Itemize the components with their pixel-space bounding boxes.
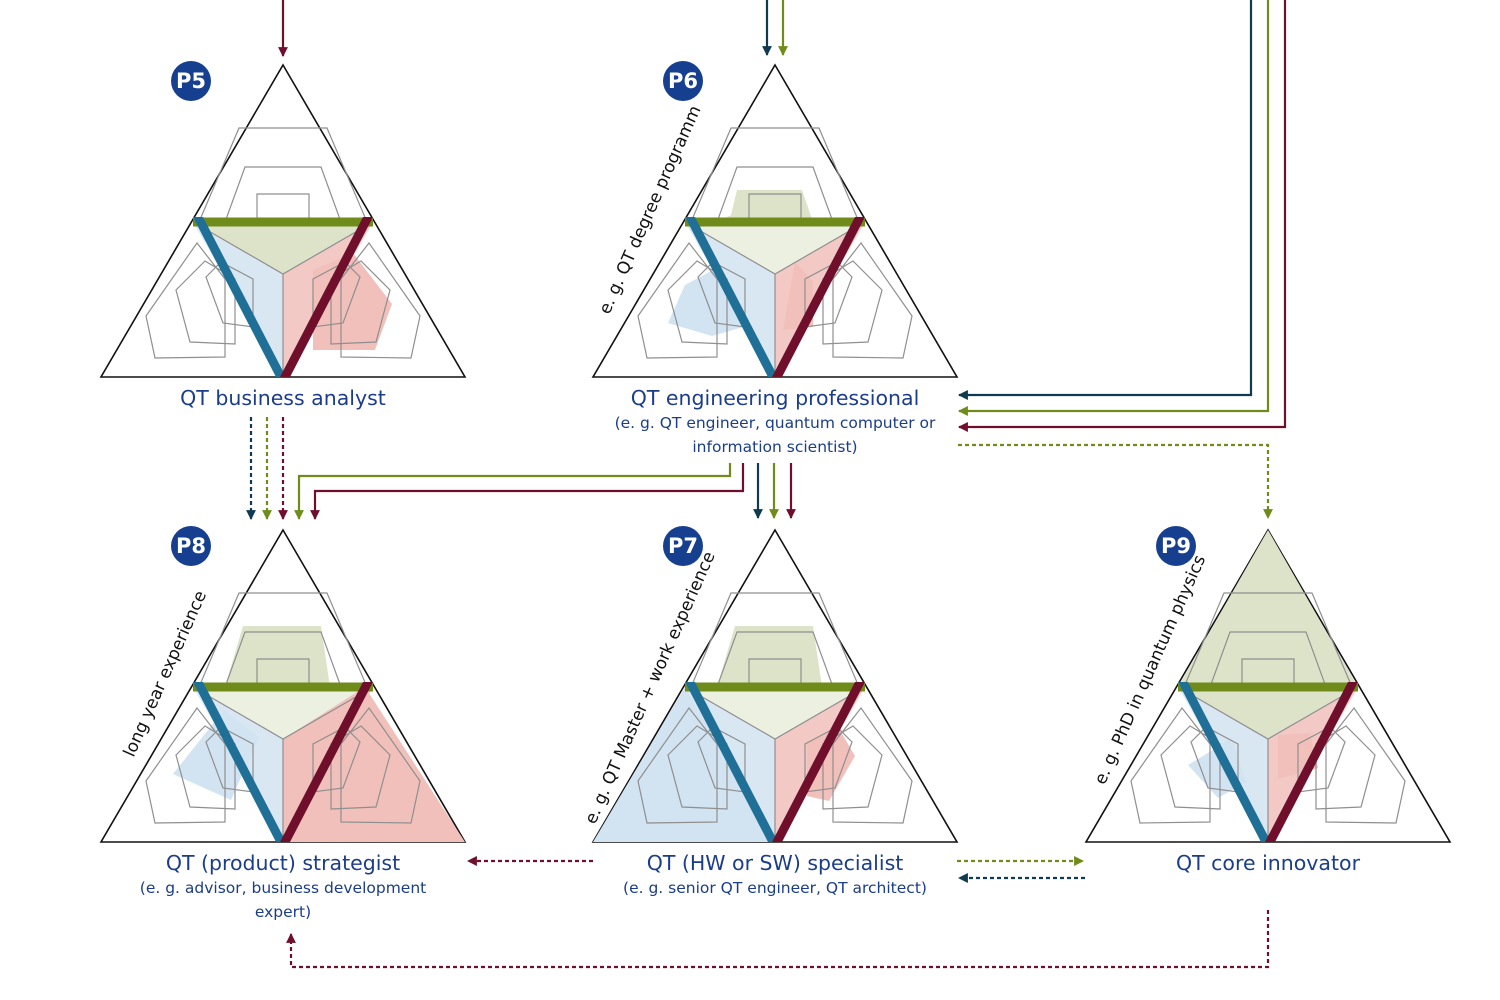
profile-title: QT (HW or SW) specialist (647, 851, 904, 875)
arrow-right-into-p6-navy (958, 0, 1253, 400)
grid-ring (637, 706, 718, 824)
grid-ring (145, 241, 226, 359)
profile-title: QT core innovator (1176, 851, 1361, 875)
arrow-p6-p9-olive (958, 443, 1273, 519)
grid-ring (340, 241, 421, 359)
grid-ring (330, 260, 391, 345)
grid-ring (822, 260, 883, 345)
zone-top (193, 687, 373, 739)
profile-subtitle-line: (e. g. QT engineer, quantum computer or (615, 414, 936, 432)
competence-area-red (807, 727, 855, 801)
profile-panel-p5: P5 QT business analyst (99, 61, 467, 410)
arrow-right-into-p6-olive (958, 0, 1270, 416)
zone-top (685, 687, 865, 739)
arrow-right-into-p6-maroon (958, 0, 1287, 432)
connectors (246, 0, 1287, 969)
grid-ring (1130, 706, 1211, 824)
grid-ring (175, 260, 236, 345)
profile-panel-p6: P6 QT engineering professional (e. g. QT e… (591, 61, 959, 456)
grid-ring (340, 706, 421, 824)
profile-badge (171, 526, 211, 566)
grid-ring (822, 725, 883, 810)
grid-ring (1160, 725, 1221, 810)
grid-ring (667, 260, 728, 345)
grid-ring (667, 725, 728, 810)
bar-right-red (772, 217, 865, 377)
profile-badge-label: P5 (176, 69, 206, 93)
bar-right-red (1265, 682, 1358, 842)
bar-right-red (772, 682, 865, 842)
bar-left-blue (193, 217, 286, 377)
bar-left-blue (193, 682, 286, 842)
profile-subtitle-line: (e. g. advisor, business development (140, 879, 426, 897)
grid-ring (145, 706, 226, 824)
profile-badge-label: P8 (176, 534, 206, 558)
grid-ring (1325, 706, 1406, 824)
bar-right-red (280, 217, 373, 377)
profile-subtitle-line: expert) (255, 903, 311, 921)
bar-right-red (280, 682, 373, 842)
arrow-p6-p8-olive (294, 463, 732, 520)
profile-subtitle-line: information scientist) (692, 438, 857, 456)
grid-ring (832, 241, 913, 359)
bar-left-blue (685, 217, 778, 377)
competence-area-red (283, 687, 465, 842)
grid-ring (330, 725, 391, 810)
profile-badge-label: P6 (668, 69, 698, 93)
competence-area-green (717, 190, 813, 222)
profile-badge (663, 61, 703, 101)
bar-left-blue (1178, 682, 1271, 842)
competence-area-green (225, 626, 330, 687)
grid-ring (637, 241, 718, 359)
profile-subtitle-line: (e. g. senior QT engineer, QT architect) (623, 879, 927, 897)
profile-badge-label: P9 (1161, 534, 1191, 558)
profile-badge-label: P7 (668, 534, 698, 558)
profile-title: QT (product) strategist (166, 851, 400, 875)
competence-area-blue (173, 710, 259, 800)
grid-ring (175, 725, 236, 810)
zone-top (685, 222, 865, 274)
profile-panel-p8: P8 QT (product) strategist (e. g. advisor,… (99, 526, 467, 921)
profile-badge (663, 526, 703, 566)
profile-title: QT business analyst (180, 386, 386, 410)
competence-area-green (193, 222, 373, 274)
grid-ring (832, 706, 913, 824)
radar-grid (1130, 592, 1406, 824)
profile-badge (1156, 526, 1196, 566)
profile-badge (171, 61, 211, 101)
profile-panels: P5 QT business analyst P6 QT engineering pr… (99, 61, 1452, 921)
arrow-p9-p8-maroon (286, 910, 1270, 969)
grid-ring (1315, 725, 1376, 810)
competence-area-blue (593, 687, 775, 842)
profile-panel-p7: P7 QT (HW or SW) specialist (e. g. senior … (581, 526, 959, 897)
profile-title: QT engineering professional (631, 386, 920, 410)
arrow-p6-p8-maroon (310, 463, 745, 520)
bar-left-blue (685, 682, 778, 842)
competence-area-green (717, 626, 822, 687)
